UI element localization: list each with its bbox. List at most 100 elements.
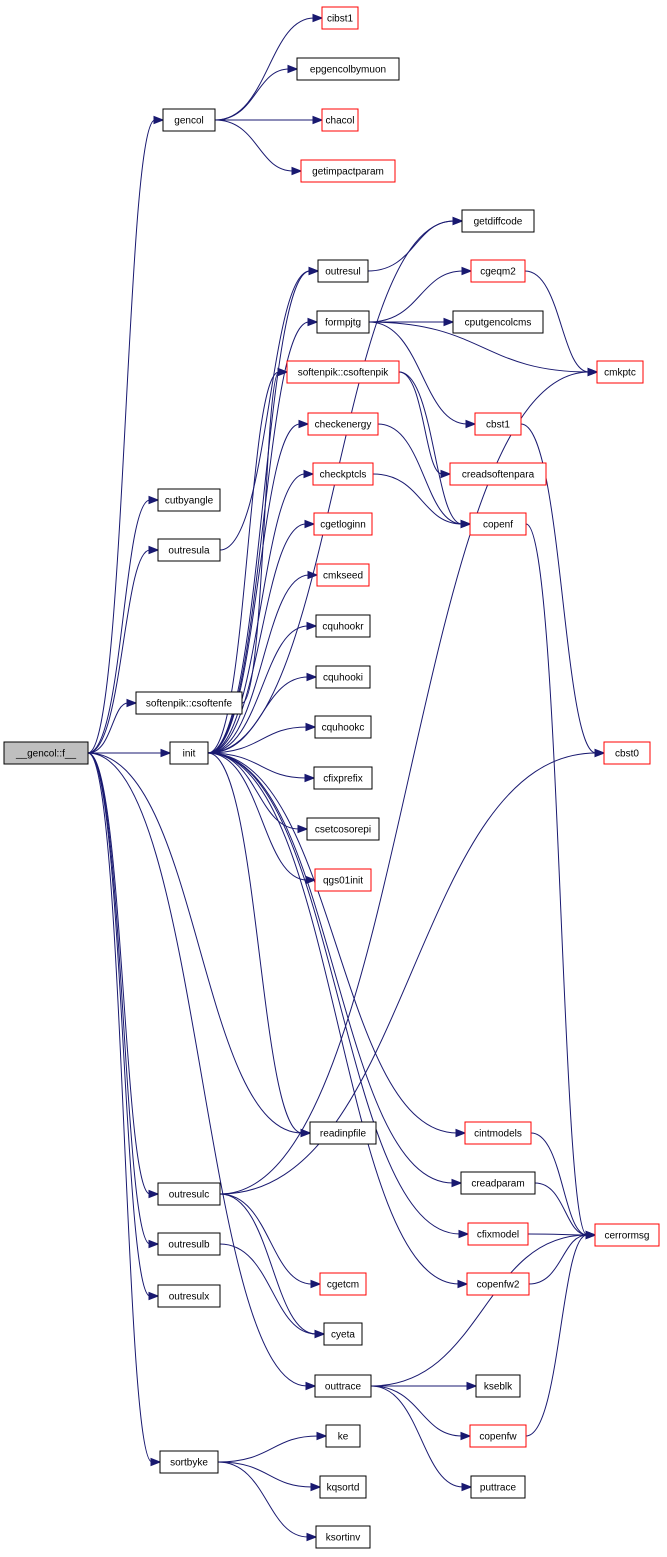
node-box[interactable] <box>309 1121 377 1145</box>
node-box[interactable] <box>314 868 372 892</box>
node-softenpik-csoftenpik[interactable]: softenpik::csoftenpik <box>286 360 400 384</box>
node-box[interactable] <box>466 1272 530 1296</box>
node-cmkptc[interactable]: cmkptc <box>596 360 644 384</box>
node-epgencolbymuon[interactable]: epgencolbymuon <box>296 57 400 81</box>
node-kseblk[interactable]: kseblk <box>475 1374 521 1398</box>
node-cputgencolcms[interactable]: cputgencolcms <box>452 310 544 334</box>
node-chacol[interactable]: chacol <box>321 108 359 132</box>
node-box[interactable] <box>469 1424 527 1448</box>
node-kqsortd[interactable]: kqsortd <box>319 1475 367 1499</box>
node-box[interactable] <box>603 741 651 765</box>
node-box[interactable] <box>313 512 373 536</box>
node-outresulc[interactable]: outresulc <box>157 1182 221 1206</box>
node-cquhookc[interactable]: cquhookc <box>314 715 372 739</box>
node-puttrace[interactable]: puttrace <box>470 1475 526 1499</box>
node-box[interactable] <box>452 310 544 334</box>
node-formpjtg[interactable]: formpjtg <box>316 310 370 334</box>
node-gencol[interactable]: gencol <box>162 108 216 132</box>
node-box[interactable] <box>157 1232 221 1256</box>
node-box[interactable] <box>312 462 374 486</box>
node-outresula[interactable]: outresula <box>157 538 221 562</box>
node-copenfw2[interactable]: copenfw2 <box>466 1272 530 1296</box>
node-init[interactable]: init <box>169 741 209 765</box>
node-box[interactable] <box>315 1525 371 1549</box>
node-copenfw[interactable]: copenfw <box>469 1424 527 1448</box>
node-box[interactable] <box>316 563 370 587</box>
node-cbst1[interactable]: cbst1 <box>474 412 522 436</box>
node-outresulx[interactable]: outresulx <box>157 1284 221 1308</box>
node-box[interactable] <box>460 1171 536 1195</box>
node-cgeqm2[interactable]: cgeqm2 <box>470 259 526 283</box>
node-box[interactable] <box>596 360 644 384</box>
node-box[interactable] <box>464 1121 532 1145</box>
node-cintmodels[interactable]: cintmodels <box>464 1121 532 1145</box>
node-box[interactable] <box>315 665 371 689</box>
node-box[interactable] <box>157 1182 221 1206</box>
node-cerrormsg[interactable]: cerrormsg <box>594 1223 660 1247</box>
node-box[interactable] <box>461 209 535 233</box>
node-checkptcls[interactable]: checkptcls <box>312 462 374 486</box>
node-box[interactable] <box>467 1222 529 1246</box>
node-box[interactable] <box>316 310 370 334</box>
node-root[interactable]: __gencol::f__ <box>3 741 89 765</box>
node-checkenergy[interactable]: checkenergy <box>307 412 379 436</box>
node-outresul[interactable]: outresul <box>317 259 369 283</box>
node-box[interactable] <box>306 817 380 841</box>
node-cgetcm[interactable]: cgetcm <box>319 1272 367 1296</box>
node-box[interactable] <box>315 614 371 638</box>
node-ke[interactable]: ke <box>325 1424 361 1448</box>
node-readinpfile[interactable]: readinpfile <box>309 1121 377 1145</box>
node-cfixmodel[interactable]: cfixmodel <box>467 1222 529 1246</box>
node-box[interactable] <box>157 538 221 562</box>
node-creadparam[interactable]: creadparam <box>460 1171 536 1195</box>
node-ksortinv[interactable]: ksortinv <box>315 1525 371 1549</box>
node-box[interactable] <box>296 57 400 81</box>
node-box[interactable] <box>135 691 243 715</box>
node-copenf[interactable]: copenf <box>469 512 527 536</box>
node-softenpik-csoftenfe[interactable]: softenpik::csoftenfe <box>135 691 243 715</box>
node-box[interactable] <box>323 1322 363 1346</box>
node-cfixprefix[interactable]: cfixprefix <box>313 766 373 790</box>
node-box[interactable] <box>169 741 209 765</box>
node-box[interactable] <box>300 159 396 183</box>
node-cyeta[interactable]: cyeta <box>323 1322 363 1346</box>
node-box[interactable] <box>159 1450 219 1474</box>
node-box[interactable] <box>321 6 359 30</box>
node-getimpactparam[interactable]: getimpactparam <box>300 159 396 183</box>
node-box[interactable] <box>286 360 400 384</box>
node-cutbyangle[interactable]: cutbyangle <box>157 488 221 512</box>
node-box[interactable] <box>314 715 372 739</box>
node-cmkseed[interactable]: cmkseed <box>316 563 370 587</box>
node-box[interactable] <box>470 259 526 283</box>
node-cibst1[interactable]: cibst1 <box>321 6 359 30</box>
node-creadsoftenpara[interactable]: creadsoftenpara <box>449 462 547 486</box>
node-getdiffcode[interactable]: getdiffcode <box>461 209 535 233</box>
node-qgs01init[interactable]: qgs01init <box>314 868 372 892</box>
node-box[interactable] <box>319 1475 367 1499</box>
node-cbst0[interactable]: cbst0 <box>603 741 651 765</box>
node-cgetloginn[interactable]: cgetloginn <box>313 512 373 536</box>
node-box[interactable] <box>325 1424 361 1448</box>
node-csetcosorepi[interactable]: csetcosorepi <box>306 817 380 841</box>
node-box[interactable] <box>469 512 527 536</box>
node-box[interactable] <box>307 412 379 436</box>
node-box[interactable] <box>594 1223 660 1247</box>
node-box[interactable] <box>319 1272 367 1296</box>
node-box[interactable] <box>3 741 89 765</box>
node-sortbyke[interactable]: sortbyke <box>159 1450 219 1474</box>
node-cquhooki[interactable]: cquhooki <box>315 665 371 689</box>
node-box[interactable] <box>157 488 221 512</box>
node-outtrace[interactable]: outtrace <box>314 1374 372 1398</box>
node-box[interactable] <box>449 462 547 486</box>
node-box[interactable] <box>470 1475 526 1499</box>
node-cquhookr[interactable]: cquhookr <box>315 614 371 638</box>
node-box[interactable] <box>314 1374 372 1398</box>
node-box[interactable] <box>474 412 522 436</box>
node-outresulb[interactable]: outresulb <box>157 1232 221 1256</box>
node-box[interactable] <box>475 1374 521 1398</box>
node-box[interactable] <box>321 108 359 132</box>
node-box[interactable] <box>313 766 373 790</box>
node-box[interactable] <box>317 259 369 283</box>
node-box[interactable] <box>157 1284 221 1308</box>
node-box[interactable] <box>162 108 216 132</box>
